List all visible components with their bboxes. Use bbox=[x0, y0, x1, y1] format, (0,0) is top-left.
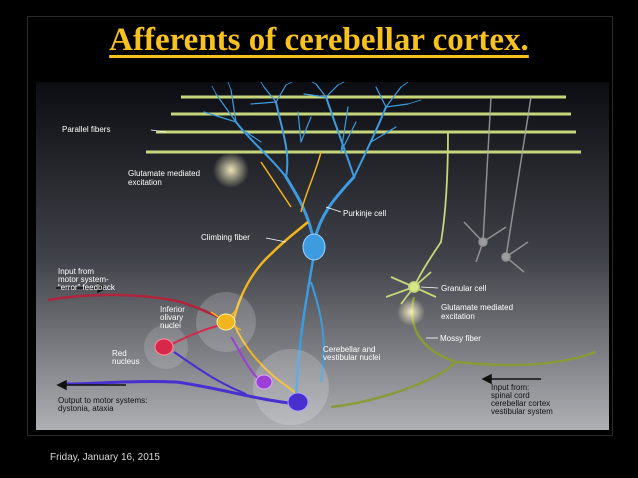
label-input-spinal-1: Input from: bbox=[491, 383, 529, 392]
label-cerebellar-2: vestibular nuclei bbox=[323, 353, 381, 362]
label-input-spinal-4: vestibular system bbox=[491, 407, 553, 416]
synapse-glow-mid bbox=[397, 298, 425, 326]
slide-frame bbox=[27, 16, 613, 436]
arrow-input-spinal bbox=[481, 373, 541, 385]
efferent-to-red-nucleus bbox=[173, 351, 247, 395]
label-glutamate-mid-2: excitation bbox=[441, 312, 475, 321]
label-input-motor-2: motor system- bbox=[58, 275, 109, 284]
cerebellar-afferents-diagram: Parallel fibers Glutamate mediated excit… bbox=[36, 82, 609, 430]
slide-title: Afferents of cerebellar cortex. bbox=[109, 22, 529, 58]
label-input-spinal-2: spinal cord bbox=[491, 391, 530, 400]
label-inferior-3: nuclei bbox=[160, 321, 181, 330]
purkinje-dendrites bbox=[203, 82, 422, 244]
cerebellar-nucleus-cell bbox=[287, 392, 309, 412]
granular-cell bbox=[385, 131, 449, 305]
label-output-1: Output to motor systems: bbox=[58, 396, 147, 405]
label-input-spinal-3: cerebellar cortex bbox=[491, 399, 550, 408]
red-nucleus-cell bbox=[154, 338, 174, 356]
granular-cell-upper bbox=[463, 96, 532, 273]
label-input-motor-3: “error” feedback bbox=[58, 283, 116, 292]
purkinje-cell-body bbox=[302, 233, 326, 261]
vestibular-nucleus-cell bbox=[255, 374, 273, 390]
efferent-output-fiber bbox=[63, 379, 299, 406]
label-red-1: Red bbox=[112, 349, 127, 358]
label-inferior-1: Inferior bbox=[160, 305, 185, 314]
arrow-input-motor bbox=[56, 282, 108, 294]
label-parallel-fibers: Parallel fibers bbox=[62, 125, 110, 134]
label-glutamate-mid-1: Glutamate mediated bbox=[441, 303, 513, 312]
label-mossy-fiber: Mossy fiber bbox=[440, 334, 481, 343]
label-glutamate-top-1: Glutamate mediated bbox=[128, 169, 200, 178]
climbing-fiber-tendrils bbox=[260, 151, 322, 213]
mossy-fiber bbox=[330, 296, 597, 409]
label-glutamate-top-2: excitation bbox=[128, 178, 162, 187]
label-inferior-2: olivary bbox=[160, 313, 183, 322]
purkinje-axon bbox=[294, 253, 316, 403]
label-input-motor-1: Input from bbox=[58, 267, 94, 276]
inferior-olive-cell bbox=[216, 313, 236, 331]
synapse-glow-top bbox=[213, 152, 249, 188]
parallel-fibers bbox=[146, 95, 581, 154]
footer-date: Friday, January 16, 2015 bbox=[50, 452, 160, 463]
label-output-2: dystonia, ataxia bbox=[58, 404, 114, 413]
label-purkinje-cell: Purkinje cell bbox=[343, 209, 386, 218]
label-red-2: nucleus bbox=[112, 357, 140, 366]
label-cerebellar-1: Cerebellar and bbox=[323, 345, 375, 354]
deep-nuclei-region bbox=[253, 349, 329, 425]
label-climbing-fiber: Climbing fiber bbox=[201, 233, 250, 242]
label-granular-cell: Granular cell bbox=[441, 284, 487, 293]
purkinje-axon-branch bbox=[310, 281, 325, 383]
climbing-fiber bbox=[227, 221, 309, 328]
leader-lines bbox=[150, 129, 439, 339]
arrow-output bbox=[56, 379, 126, 391]
